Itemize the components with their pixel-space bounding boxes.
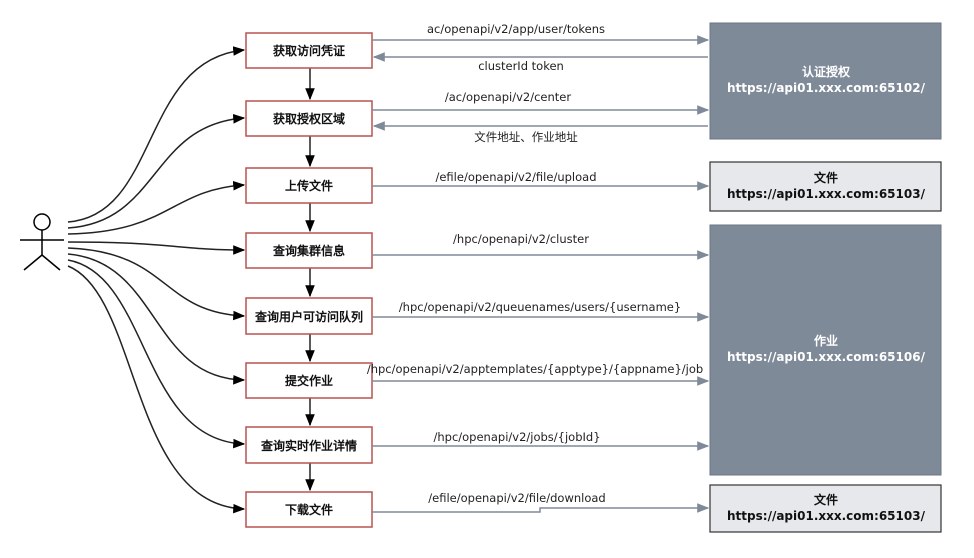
step-box-3: 上传文件 <box>245 167 373 204</box>
step-box-4: 查询集群信息 <box>245 232 373 269</box>
actor-arrow-7 <box>67 259 246 449</box>
label-jobs: /hpc/openapi/v2/jobs/{jobId} <box>433 430 600 444</box>
server-auth-title: 认证授权 <box>802 64 851 79</box>
server-auth-url: https://api01.xxx.com:65102/ <box>727 81 926 95</box>
server-file-upload: 文件 https://api01.xxx.com:65103/ <box>709 161 942 212</box>
server-file-upload-title: 文件 <box>814 170 838 185</box>
actor-arrow-3 <box>67 180 246 235</box>
label-download: /efile/openapi/v2/file/download <box>428 491 605 505</box>
actor-arrow-6 <box>67 253 246 385</box>
user-actor-icon <box>20 213 64 271</box>
actor-arrow-2 <box>67 114 246 229</box>
server-auth: 认证授权 https://api01.xxx.com:65102/ <box>709 22 942 140</box>
step-label-6: 提交作业 <box>285 373 333 388</box>
actor-arrow-8 <box>67 265 246 514</box>
actor-arrow-1 <box>67 46 246 223</box>
label-center-response: 文件地址、作业地址 <box>474 130 578 144</box>
label-tokens-request: ac/openapi/v2/app/user/tokens <box>427 22 605 36</box>
step-label-8: 下载文件 <box>285 502 333 517</box>
step-label-5: 查询用户可访问队列 <box>254 309 363 324</box>
step-box-1: 获取访问凭证 <box>245 32 373 69</box>
server-job-url: https://api01.xxx.com:65106/ <box>727 350 926 364</box>
server-file-download-url: https://api01.xxx.com:65103/ <box>727 509 926 523</box>
step-label-2: 获取授权区域 <box>272 111 345 126</box>
server-file-upload-url: https://api01.xxx.com:65103/ <box>727 187 926 201</box>
step-box-7: 查询实时作业详情 <box>245 426 373 464</box>
arrow-download <box>372 503 710 513</box>
actor-arrow-4 <box>67 241 246 255</box>
actor-to-step-arrows <box>67 46 246 514</box>
actor-arrow-5 <box>67 247 246 321</box>
label-tokens-response: clusterId token <box>478 59 564 73</box>
server-job: 作业 https://api01.xxx.com:65106/ <box>709 224 942 476</box>
api-arrows <box>372 35 710 513</box>
api-labels: ac/openapi/v2/app/user/tokens clusterId … <box>367 22 703 505</box>
step-label-7: 查询实时作业详情 <box>260 438 357 453</box>
server-job-title: 作业 <box>814 333 838 348</box>
step-label-1: 获取访问凭证 <box>272 43 345 58</box>
label-cluster: /hpc/openapi/v2/cluster <box>453 232 589 246</box>
label-upload: /efile/openapi/v2/file/upload <box>435 170 596 184</box>
step-box-2: 获取授权区域 <box>245 100 373 137</box>
step-box-5: 查询用户可访问队列 <box>245 297 373 335</box>
step-label-4: 查询集群信息 <box>272 243 345 258</box>
step-box-6: 提交作业 <box>245 362 373 399</box>
label-queuenames: /hpc/openapi/v2/queuenames/users/{userna… <box>399 300 681 314</box>
server-file-download-title: 文件 <box>814 492 838 507</box>
step-box-8: 下载文件 <box>245 491 373 528</box>
step-label-3: 上传文件 <box>285 178 333 193</box>
label-apptemplates: /hpc/openapi/v2/apptemplates/{apptype}/{… <box>367 362 703 376</box>
label-center-request: /ac/openapi/v2/center <box>445 90 572 104</box>
server-file-download: 文件 https://api01.xxx.com:65103/ <box>709 484 942 533</box>
